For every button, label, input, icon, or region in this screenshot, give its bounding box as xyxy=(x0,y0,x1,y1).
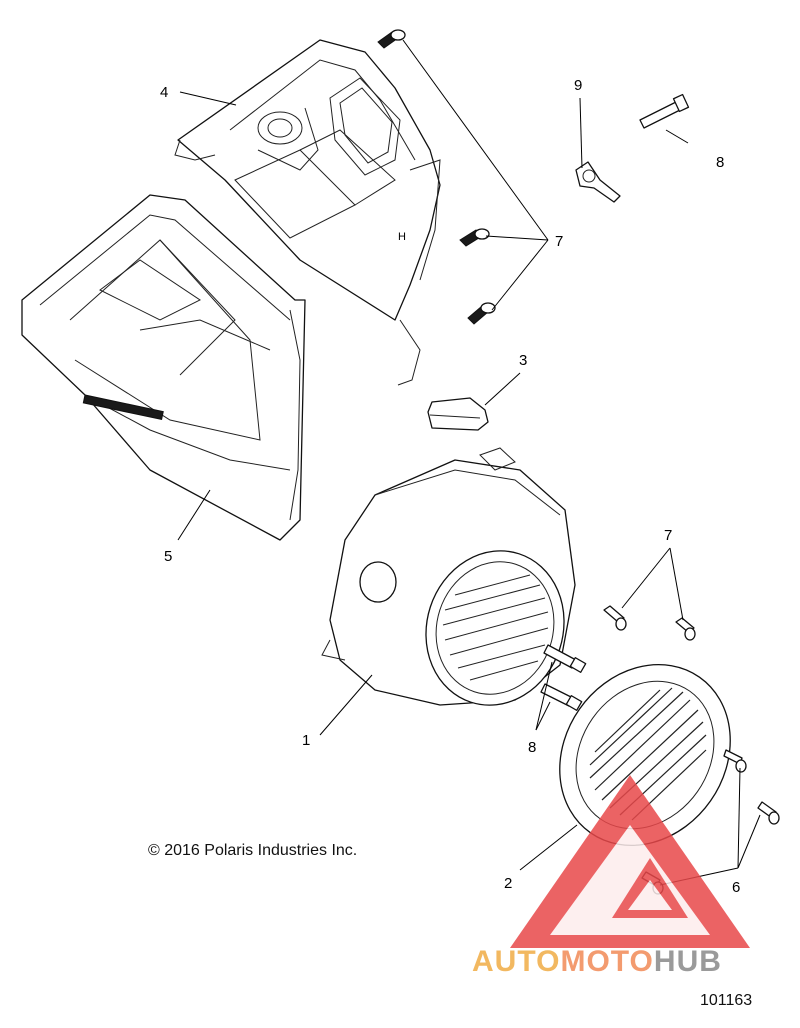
copyright-text: © 2016 Polaris Industries Inc. xyxy=(148,842,358,859)
callout-2: 2 xyxy=(504,875,512,892)
part-1-fan-housing xyxy=(321,447,576,706)
callout-8-bottom: 8 xyxy=(528,739,536,756)
screw-icon xyxy=(467,302,496,325)
screw-icon xyxy=(723,749,747,773)
screw-icon xyxy=(459,228,490,247)
callout-1: 1 xyxy=(302,732,310,749)
document-number: 101163 xyxy=(700,992,753,1009)
callout-6: 6 xyxy=(732,879,740,896)
callout-8-top: 8 xyxy=(716,154,724,171)
part-2-grille-cover xyxy=(559,664,731,846)
leader-lines xyxy=(177,39,761,886)
part-5-lower-shroud xyxy=(21,194,306,541)
watermark-auto: AUTO xyxy=(472,945,561,978)
watermark-triangle-logo xyxy=(510,775,750,948)
fan-grille-icon xyxy=(442,574,549,681)
watermark-moto: MOTO xyxy=(560,945,654,978)
bolt-icon xyxy=(543,644,587,673)
callout-9: 9 xyxy=(574,77,582,94)
callout-4: 4 xyxy=(160,84,168,101)
screw-icon xyxy=(377,29,406,49)
screw-icon xyxy=(603,605,627,631)
svg-text:H: H xyxy=(398,231,406,243)
bolt-icon xyxy=(639,93,690,129)
watermark-text: AUTOMOTOHUB xyxy=(472,945,722,979)
callout-5: 5 xyxy=(164,548,172,565)
callout-7-right: 7 xyxy=(664,527,672,544)
screw-icon xyxy=(675,617,696,641)
callout-3: 3 xyxy=(519,352,527,369)
bolt-icon xyxy=(540,683,583,711)
clip-icon xyxy=(575,161,621,203)
part-4-upper-duct: H xyxy=(174,39,441,386)
part-3-plug xyxy=(427,397,489,431)
watermark-hub: HUB xyxy=(653,945,722,978)
callout-7-top: 7 xyxy=(555,233,563,250)
screw-icon xyxy=(757,801,780,825)
